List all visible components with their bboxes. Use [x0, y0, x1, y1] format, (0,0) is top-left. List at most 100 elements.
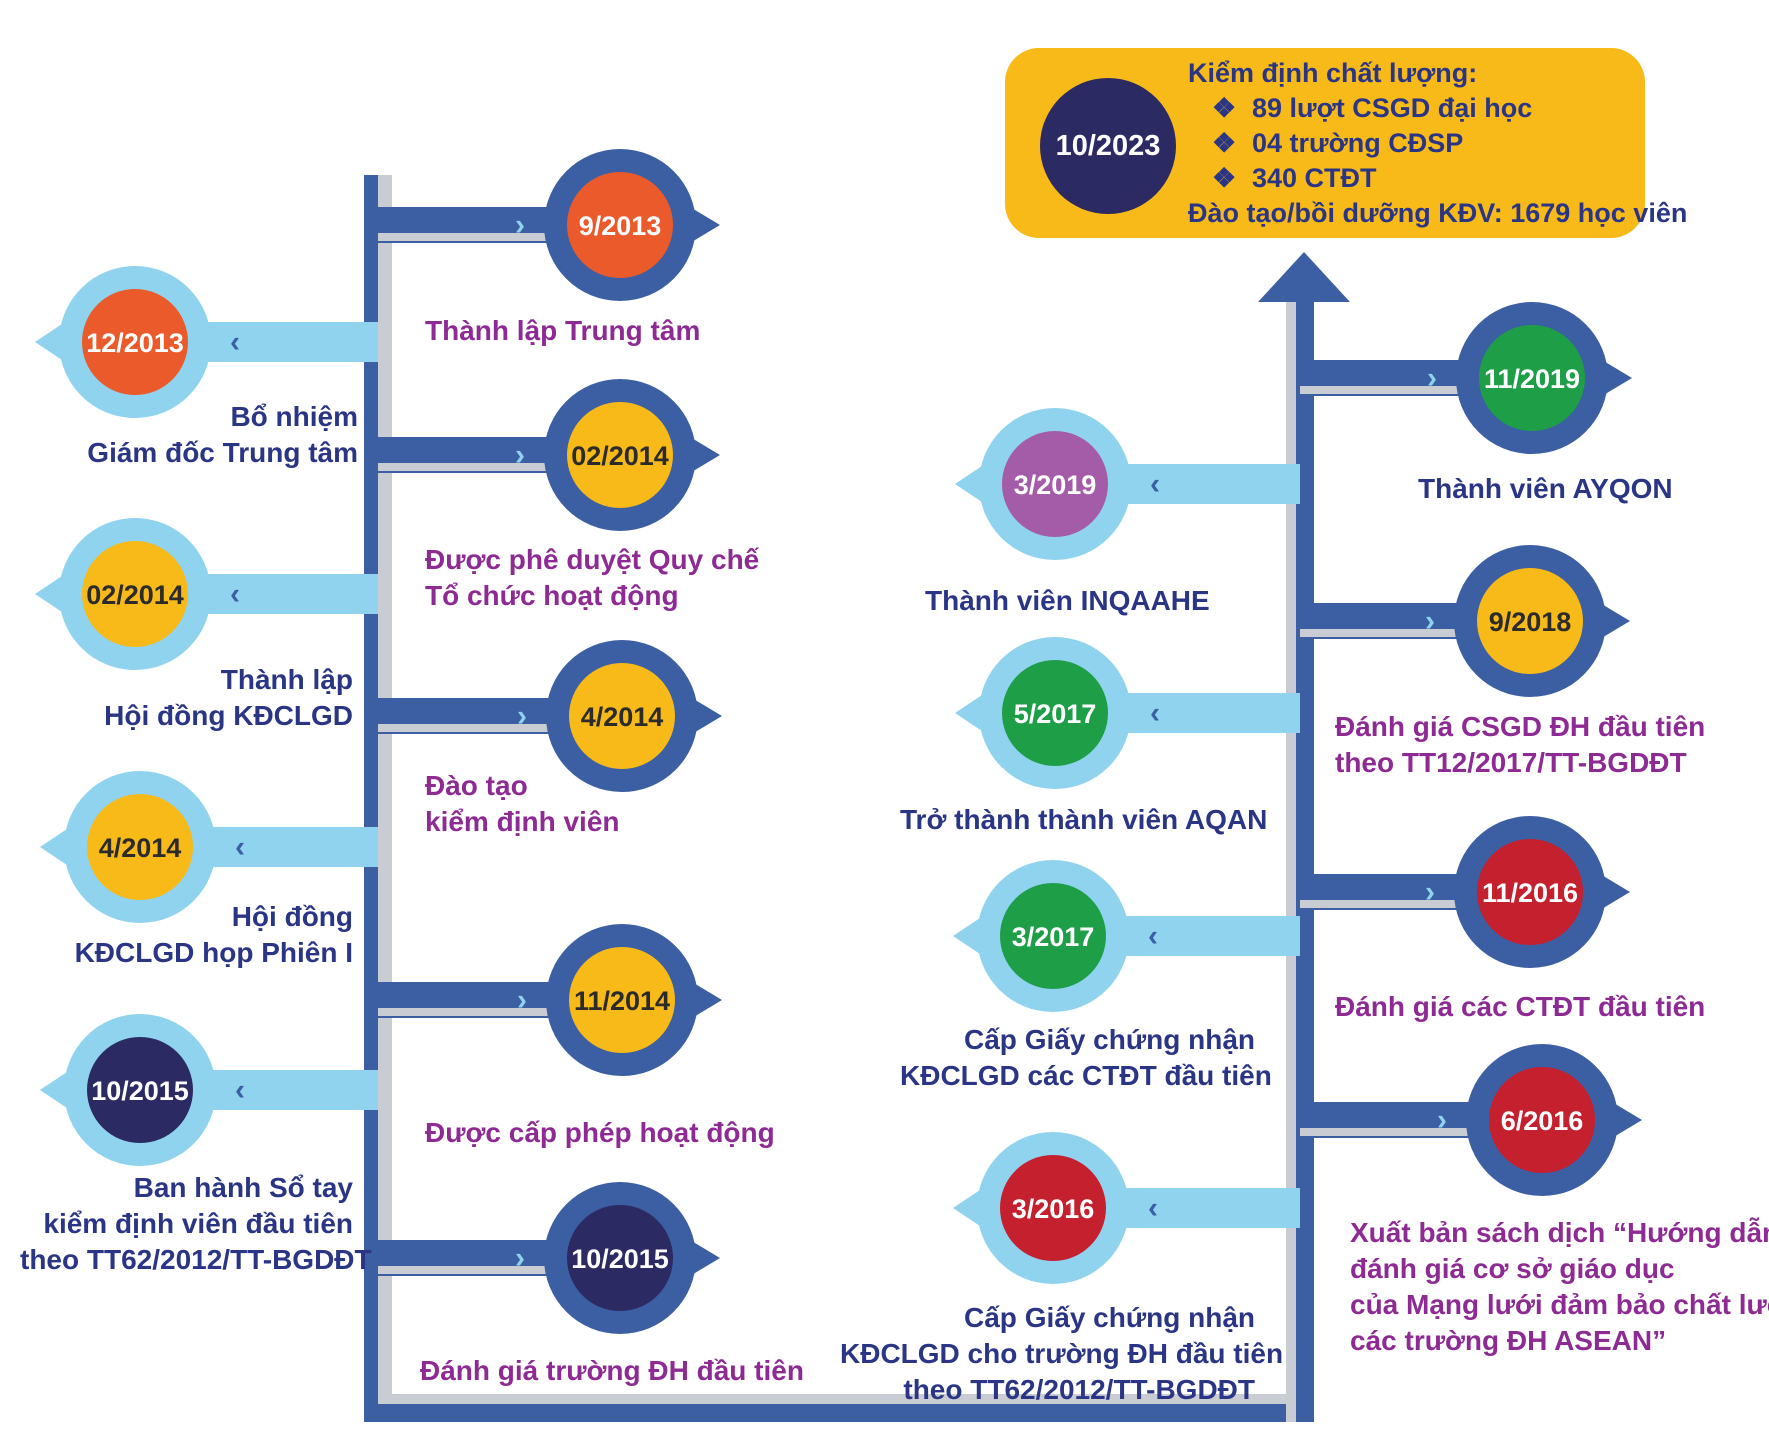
milestone-date: 3/2017 [1012, 922, 1095, 952]
milestone-date: 3/2019 [1014, 470, 1097, 500]
arrow-tip-icon [955, 464, 985, 504]
milestone-node: ‹ 10/2015 [40, 1014, 378, 1166]
milestone-node: ‹ 4/2014 [40, 771, 378, 923]
date-badge [1479, 325, 1585, 431]
milestone-date: 02/2014 [86, 580, 184, 610]
date-badge [1477, 839, 1583, 945]
summary-date: 10/2023 [1055, 129, 1161, 162]
arrow-tip-icon [35, 574, 65, 614]
chevron-right-icon: › [515, 209, 525, 242]
milestone-date: 5/2017 [1014, 699, 1097, 729]
date-badge [1002, 660, 1108, 766]
arrow-tip-icon [692, 982, 722, 1018]
up-arrow-icon [1258, 252, 1350, 302]
chevron-left-icon: ‹ [1150, 697, 1160, 730]
milestone-node: ‹ 02/2014 [35, 518, 378, 670]
summary-heading: Kiểm định chất lượng: [1188, 58, 1478, 88]
milestone-date: 10/2015 [91, 1076, 189, 1106]
date-badge [569, 663, 675, 769]
chevron-left-icon: ‹ [1148, 1192, 1158, 1225]
summary-date-badge: 10/2023 [1040, 78, 1176, 214]
date-badge [569, 947, 675, 1053]
milestone-date: 11/2016 [1482, 878, 1578, 908]
arrow-tip-icon [690, 1240, 720, 1276]
chevron-right-icon: › [515, 439, 525, 472]
milestone-node: › 9/2013 [378, 149, 720, 301]
milestone-node: › 11/2016 [1300, 816, 1630, 968]
date-badge [1002, 431, 1108, 537]
milestone-date: 6/2016 [1501, 1106, 1584, 1136]
summary-item: ❖340 CTĐT [1212, 163, 1377, 193]
date-badge [1000, 1155, 1106, 1261]
arrow-tip-icon [953, 1188, 983, 1228]
date-badge [1477, 568, 1583, 674]
date-badge [82, 289, 188, 395]
milestone-node: › 4/2014 [378, 640, 722, 792]
date-badge [82, 541, 188, 647]
milestone-node: ‹ 3/2016 [953, 1132, 1300, 1284]
chevron-right-icon: › [1425, 605, 1435, 638]
milestone-node: ‹3/2019 [955, 408, 1300, 560]
bullet-icon: ❖ [1212, 93, 1237, 123]
chevron-right-icon: › [1425, 876, 1435, 909]
bullet-icon: ❖ [1212, 128, 1237, 158]
chevron-right-icon: › [515, 1242, 525, 1275]
milestone-label: Thành viên AYQON [1418, 473, 1673, 504]
chevron-right-icon: › [517, 700, 527, 733]
milestone-date: 11/2014 [574, 986, 670, 1016]
milestone-label: Thành lập Trung tâm [425, 315, 701, 346]
date-badge [567, 402, 673, 508]
milestone-label: Đánh giá các CTĐT đầu tiên [1335, 991, 1706, 1022]
arrow-tip-icon [690, 207, 720, 243]
milestone-label: Trở thành thành viên AQAN [900, 804, 1268, 835]
summary-item: ❖04 trường CĐSP [1212, 128, 1464, 158]
arrow-tip-icon [35, 322, 65, 362]
milestone-date: 12/2013 [86, 328, 184, 358]
milestone-date: 9/2018 [1489, 607, 1572, 637]
milestone-date: 11/2019 [1484, 364, 1580, 394]
chevron-left-icon: ‹ [235, 1074, 245, 1107]
milestone-date: 3/2016 [1012, 1194, 1095, 1224]
milestone-label: Đánh giá trường ĐH đầu tiên [420, 1355, 804, 1386]
arrow-tip-icon [1600, 603, 1630, 639]
chevron-right-icon: › [517, 984, 527, 1017]
chevron-left-icon: ‹ [1148, 920, 1158, 953]
milestone-node: ‹12/2013 [35, 266, 378, 418]
summary-item: ❖89 lượt CSGD đại học [1212, 93, 1533, 123]
milestone-node: › 9/2018 [1300, 545, 1630, 697]
milestone-node: ‹ 5/2017 [955, 637, 1300, 789]
arrow-tip-icon [1612, 1102, 1642, 1138]
arrow-tip-icon [1600, 874, 1630, 910]
date-badge [1489, 1067, 1595, 1173]
chevron-right-icon: › [1427, 362, 1437, 395]
chevron-right-icon: › [1437, 1104, 1447, 1137]
arrow-tip-icon [953, 916, 983, 956]
milestone-node: › 6/2016 [1300, 1044, 1642, 1196]
milestone-label: Thành viên INQAAHE [925, 585, 1210, 616]
arrow-tip-icon [690, 437, 720, 473]
chevron-left-icon: ‹ [235, 831, 245, 864]
date-badge [567, 172, 673, 278]
milestone-date: 9/2013 [579, 211, 662, 241]
milestone-node: › 11/2014 [378, 924, 722, 1076]
date-badge [1000, 883, 1106, 989]
milestone-date: 4/2014 [581, 702, 664, 732]
milestone-date: 4/2014 [99, 833, 182, 863]
arrow-tip-icon [1602, 360, 1632, 396]
chevron-left-icon: ‹ [230, 578, 240, 611]
summary-footer: Đào tạo/bồi dưỡng KĐV: 1679 học viên [1188, 198, 1688, 228]
bullet-icon: ❖ [1212, 163, 1237, 193]
arrow-tip-icon [955, 693, 985, 733]
date-badge [87, 1037, 193, 1143]
